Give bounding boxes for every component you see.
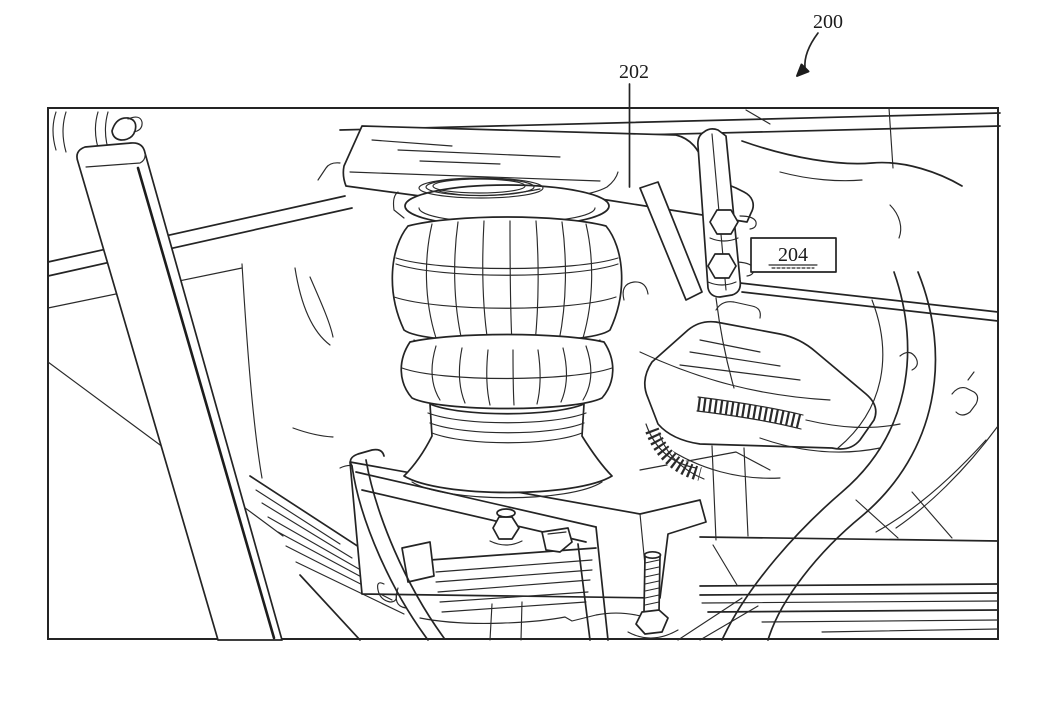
ref-200-group: 200 (796, 11, 843, 77)
ref-label-204: 204 (778, 244, 808, 266)
lower-clamp-hardware (349, 448, 759, 641)
bolt-plate-bracket (697, 128, 757, 298)
hex-nut-left (492, 516, 520, 540)
ref-label-202: 202 (619, 61, 649, 83)
ref-204-box (750, 237, 837, 273)
upper-frame-bracket (317, 125, 754, 301)
top-plate-rings (392, 177, 544, 219)
corrugated-hose-horizontal (696, 396, 804, 430)
piston-base (403, 403, 613, 499)
ref-label-200: 200 (813, 11, 843, 33)
u-bolt-strap (349, 448, 609, 641)
shock-absorber (52, 111, 283, 641)
lower-lobe-ribs (401, 345, 613, 406)
upper-lobe-ribs (393, 220, 619, 345)
ref-200-arrowhead-icon (796, 63, 810, 77)
air-line-assembly (639, 271, 999, 641)
threaded-stud (627, 550, 679, 639)
air-spring-bellows (391, 177, 623, 499)
ref-204-group: 204 (750, 237, 837, 273)
hex-bolt-lower (707, 253, 737, 279)
hex-bolt-upper (709, 209, 739, 235)
axle-mount-bracket (349, 445, 771, 599)
ref-202-group: 202 (619, 61, 649, 188)
corrugated-hose-curved (645, 423, 705, 481)
ref-200-arrow-shaft (804, 32, 819, 69)
